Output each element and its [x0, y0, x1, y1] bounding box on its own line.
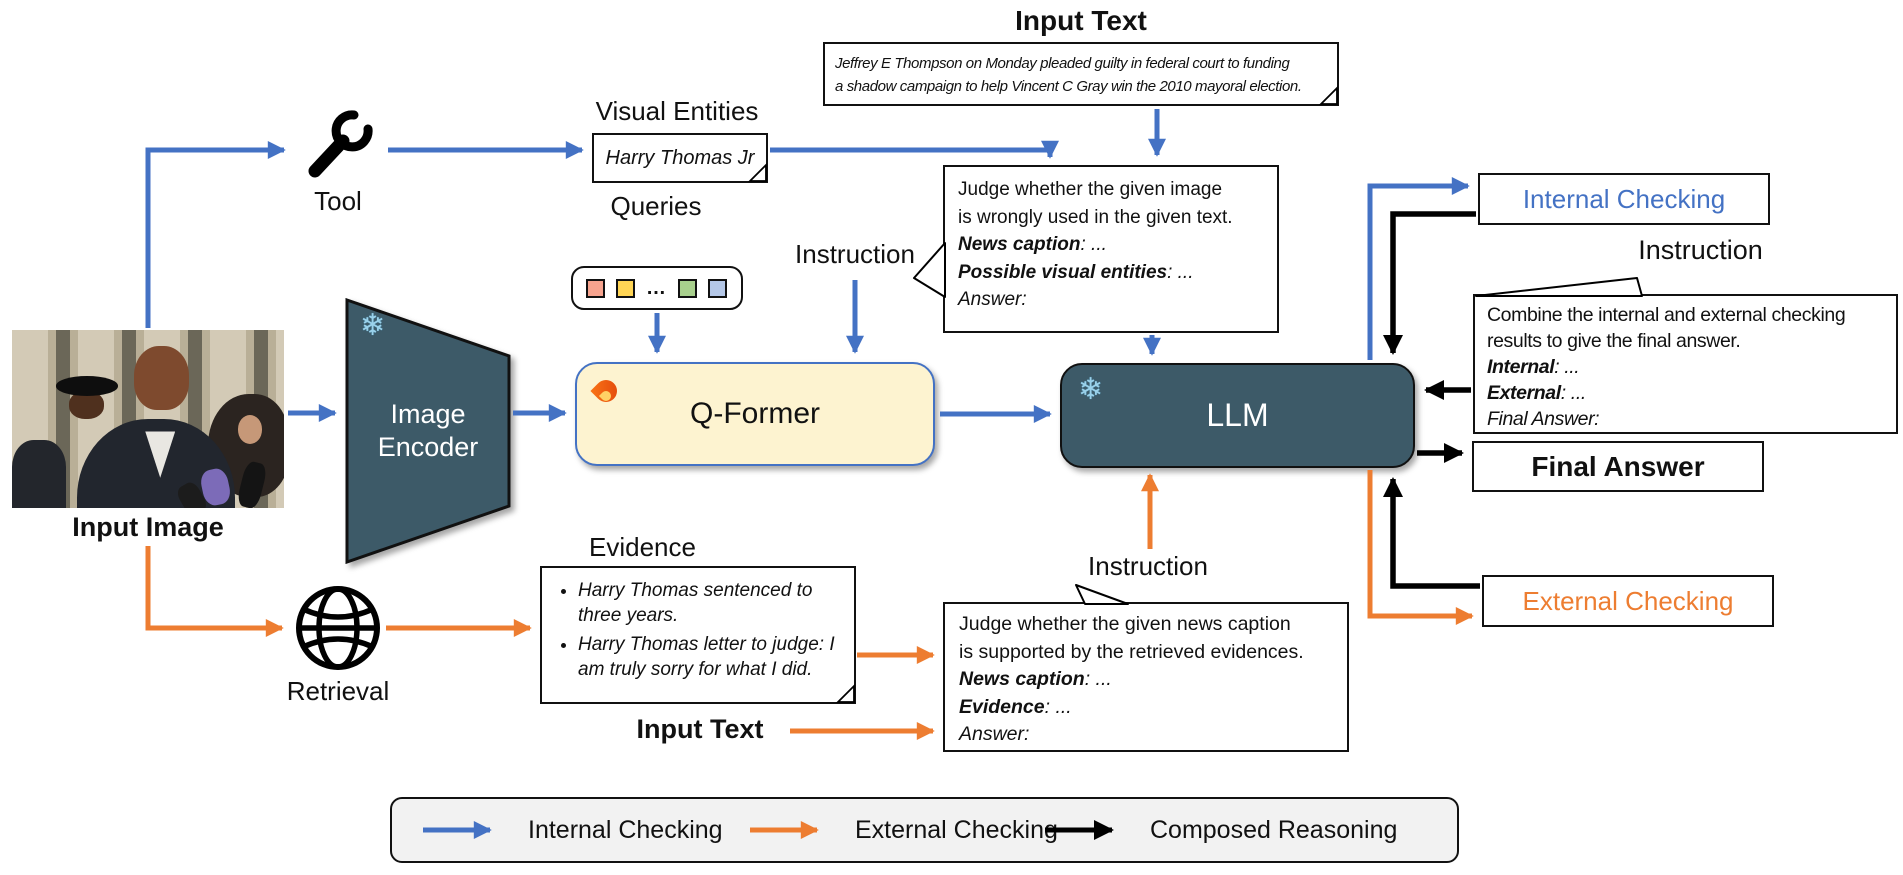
- internal-checking-box: Internal Checking: [1478, 173, 1770, 225]
- input-text-line1: Jeffrey E Thompson on Monday pleaded gui…: [835, 55, 1290, 72]
- fire-icon: [590, 375, 622, 408]
- black-arrow-icon: [1045, 820, 1114, 840]
- arrow-input-image-to-tool: [145, 141, 286, 328]
- photo-speaker-head: [134, 346, 189, 411]
- prompt-answer: Answer:: [959, 723, 1030, 745]
- arrow-input-image-to-retrieval: [145, 546, 284, 637]
- legend-label-composed: Composed Reasoning: [1150, 815, 1398, 844]
- prompt-answer: Answer:: [958, 289, 1027, 310]
- prompt-field: Internal: ...: [1487, 356, 1580, 378]
- prompt-line: Judge whether the given news caption: [959, 613, 1291, 635]
- prompt-field: External: ...: [1487, 382, 1586, 404]
- arrow-llm-to-external-checking: [1367, 470, 1474, 625]
- prompt-line: Combine the internal and external checki…: [1487, 304, 1846, 326]
- orange-arrow-icon: [750, 821, 819, 839]
- prompt-field: News caption: ...: [959, 668, 1112, 690]
- image-encoder-label-line1: Image: [390, 399, 466, 429]
- prompt-field: Evidence: ...: [959, 695, 1072, 718]
- image-encoder-label-line2: Encoder: [377, 432, 479, 462]
- qformer-label: Q-Former: [690, 397, 820, 430]
- visual-entities-title: Visual Entities: [595, 96, 759, 126]
- prompt-field: Possible visual entities: ...: [958, 261, 1194, 283]
- queries-title: Queries: [610, 191, 702, 221]
- wrench-icon: [308, 110, 373, 178]
- prompt-line: results to give the final answer.: [1487, 330, 1741, 352]
- input-image-label: Input Image: [72, 512, 224, 542]
- final-answer-box: Final Answer: [1472, 441, 1764, 492]
- blue-arrow-icon: [423, 821, 492, 839]
- image-encoder-shape: [345, 298, 511, 564]
- combine-prompt-callout: Combine the internal and external checki…: [1473, 294, 1898, 434]
- snowflake-icon: ❄: [360, 308, 386, 343]
- prompt-field: News caption: ...: [958, 234, 1107, 255]
- instruction-label-external: Instruction: [1088, 551, 1208, 581]
- instruction-label-combine: Instruction: [1638, 235, 1763, 265]
- external-checking-box: External Checking: [1482, 575, 1774, 627]
- legend: Internal Checking External Checking Comp…: [390, 797, 1459, 863]
- evidence-bullet: Harry Thomas letter to judge: I am truly…: [578, 632, 846, 682]
- prompt-line: is supported by the retrieved evidences.: [959, 640, 1304, 663]
- query-token-blue: [708, 278, 727, 298]
- image-encoder-node: Image Encoder: [345, 298, 511, 564]
- prompt-line: is wrongly used in the given text.: [958, 206, 1233, 228]
- input-text-note: Jeffrey E Thompson on Monday pleaded gui…: [823, 42, 1339, 106]
- snowflake-icon: ❄: [1078, 372, 1104, 407]
- visual-entities-value: Harry Thomas Jr: [605, 146, 755, 169]
- legend-item-internal: Internal Checking: [420, 799, 723, 861]
- arrow-llm-to-internal-checking: [1367, 177, 1470, 360]
- instruction-label-internal: Instruction: [795, 239, 915, 269]
- photo-hat: [55, 376, 119, 396]
- query-token-red: [586, 278, 605, 298]
- input-text-bottom-label: Input Text: [636, 714, 764, 744]
- legend-label-internal: Internal Checking: [528, 815, 723, 844]
- final-answer-label: Final Answer: [1531, 450, 1705, 482]
- input-text-title: Input Text: [1015, 5, 1147, 36]
- legend-item-composed: Composed Reasoning: [1042, 799, 1397, 861]
- qformer-node: Q-Former: [575, 362, 935, 466]
- globe-icon: [296, 586, 380, 670]
- arrow-internal-checking-to-llm: [1383, 211, 1476, 355]
- input-text-line2: a shadow campaign to help Vincent C Gray…: [835, 78, 1302, 95]
- photo-crowd-figure: [12, 440, 67, 508]
- queries-tokens: …: [571, 266, 743, 310]
- legend-label-external: External Checking: [855, 815, 1058, 844]
- arrow-external-checking-to-llm: [1383, 477, 1480, 589]
- internal-checking-label: Internal Checking: [1522, 183, 1726, 214]
- arrow-visual-entities-to-internal-prompt: [770, 140, 1059, 159]
- input-image-photo: [12, 330, 284, 508]
- external-checking-label: External Checking: [1522, 585, 1734, 616]
- internal-prompt-callout: Judge whether the given image is wrongly…: [943, 165, 1279, 333]
- visual-entities-note: Harry Thomas Jr: [592, 133, 768, 183]
- photo-woman-face: [237, 415, 263, 444]
- llm-label: LLM: [1206, 397, 1269, 433]
- llm-node: LLM: [1060, 363, 1415, 468]
- retrieval-label: Retrieval: [286, 676, 390, 706]
- query-token-green: [678, 278, 697, 298]
- evidence-title: Evidence: [589, 532, 696, 562]
- legend-item-external: External Checking: [747, 799, 1058, 861]
- evidence-bullet: Harry Thomas sentenced to three years.: [578, 578, 846, 628]
- tool-label: Tool: [314, 186, 362, 216]
- prompt-line: Judge whether the given image: [958, 179, 1223, 200]
- queries-ellipsis: …: [646, 276, 667, 299]
- external-prompt-callout: Judge whether the given news caption is …: [943, 602, 1349, 752]
- query-token-yellow: [616, 278, 635, 298]
- evidence-note: Harry Thomas sentenced to three years. H…: [540, 566, 856, 704]
- prompt-answer: Final Answer:: [1487, 408, 1600, 430]
